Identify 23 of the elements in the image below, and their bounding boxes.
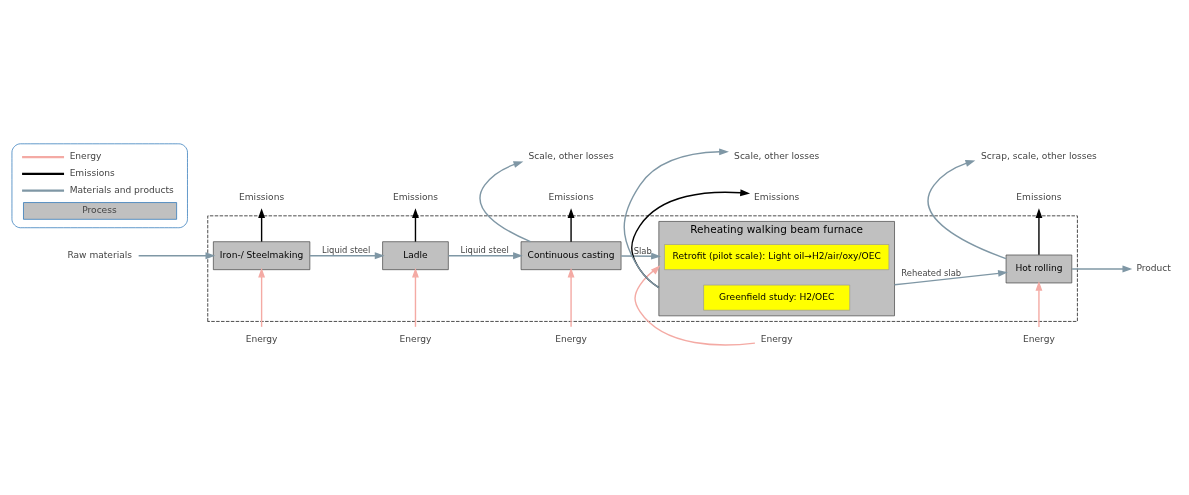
node-text: Emissions [754,191,800,202]
legend-label: Process [82,204,117,215]
edge-label: Reheated slab [901,267,962,278]
node-text: Scale, other losses [734,150,820,161]
node-text: Emissions [548,191,594,202]
legend-label: Energy [69,150,102,161]
node-text: Raw materials [67,249,133,260]
node-text: Product [1136,262,1171,273]
edge-label: Slab [633,245,652,256]
node-text: Energy [245,333,278,344]
node-text: Emissions [392,191,439,202]
node-text: Energy [760,333,793,344]
node-text: Energy [399,333,432,344]
node-text: Emissions [239,191,285,202]
node-text: Energy [1023,333,1055,344]
edge-label: Liquid steel [322,244,371,255]
node-text: Energy [555,333,587,344]
node-text: Scrap, scale, other losses [981,150,1097,161]
legend-label: Materials and products [69,184,174,195]
edge-label: Liquid steel [460,244,509,255]
node-text: Scale, other losses [528,150,614,161]
node-text: Emissions [1016,191,1062,202]
legend-label: Emissions [69,167,115,178]
